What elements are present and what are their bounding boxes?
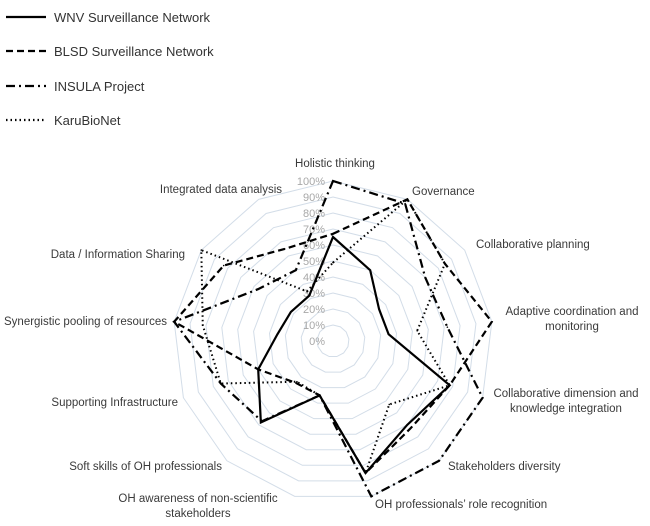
radial-tick-label: 70% <box>303 224 325 236</box>
category-label: Data / Information Sharing <box>51 249 185 261</box>
category-label: Adaptive coordination and monitoring <box>506 306 639 333</box>
data-point <box>219 382 222 385</box>
grid-ring <box>316 324 350 358</box>
category-label-line: OH professionals’ role recognition <box>375 499 547 511</box>
data-point <box>332 180 334 182</box>
data-point <box>201 324 204 326</box>
data-point <box>257 288 259 290</box>
legend-item: WNV Surveillance Network <box>6 10 211 25</box>
data-point <box>369 269 371 271</box>
legend-label: KaruBioNet <box>54 113 121 128</box>
radial-tick-label: 10% <box>303 320 325 332</box>
data-point <box>306 290 308 293</box>
data-point <box>295 269 297 271</box>
category-label-line: Stakeholders diversity <box>448 461 561 473</box>
grid-ring <box>268 276 398 404</box>
series-line-0 <box>257 235 452 475</box>
grid-ring <box>205 212 461 466</box>
category-label-line: OH awareness of non-scientific <box>118 493 277 505</box>
radial-tick-label: 0% <box>309 336 325 348</box>
data-point <box>308 294 311 297</box>
grid-ring <box>284 292 382 389</box>
category-label-line: monitoring <box>545 321 599 333</box>
category-label: Governance <box>412 186 475 198</box>
data-point <box>409 427 412 430</box>
grid-ring <box>300 308 366 373</box>
radial-tick-label: 20% <box>303 304 325 316</box>
data-point <box>257 368 259 371</box>
data-point <box>378 308 380 310</box>
data-point <box>290 311 292 313</box>
data-point <box>222 264 225 267</box>
data-point <box>318 394 321 397</box>
data-point <box>261 420 263 423</box>
category-label-line: Supporting Infrastructure <box>51 397 178 409</box>
data-point <box>296 380 298 383</box>
data-point <box>387 333 390 336</box>
data-point <box>491 320 493 323</box>
category-label-line: Integrated data analysis <box>160 184 282 196</box>
radial-tick-label: 40% <box>303 272 325 284</box>
category-label: Collaborative planning <box>476 239 590 251</box>
grid-ring <box>189 196 477 482</box>
category-label: OH professionals’ role recognition <box>375 499 547 511</box>
category-label-line: stakeholders <box>165 508 230 520</box>
data-point <box>406 198 409 201</box>
data-point <box>446 326 449 328</box>
category-label: Synergistic pooling of resources <box>4 316 167 328</box>
data-point <box>283 248 286 250</box>
grid-ring <box>253 260 413 420</box>
data-point <box>200 249 203 251</box>
category-label-line: Collaborative planning <box>476 239 590 251</box>
series-line-3 <box>200 197 452 476</box>
legend-label: INSULA Project <box>54 79 145 94</box>
category-label-line: Holistic thinking <box>295 158 375 170</box>
series-line-1 <box>172 197 494 475</box>
legend-label: BLSD Surveillance Network <box>54 44 214 59</box>
category-label: Stakeholders diversity <box>448 461 561 473</box>
category-label-line: Synergistic pooling of resources <box>4 316 167 328</box>
grid-ring <box>173 180 493 497</box>
category-label: Collaborative dimension and knowledge int… <box>493 388 638 415</box>
radial-tick-label: 90% <box>303 192 325 204</box>
category-label-line: Collaborative dimension and <box>493 388 638 400</box>
category-label: Integrated data analysis <box>160 184 282 196</box>
radial-tick-label: 60% <box>303 240 325 252</box>
data-point <box>173 320 175 323</box>
category-label-line: Data / Information Sharing <box>51 249 185 261</box>
legend-item: KaruBioNet <box>6 113 121 128</box>
category-label: OH awareness of non-scientific stakeholde… <box>118 493 277 520</box>
category-label-line: Adaptive coordination and <box>506 306 639 318</box>
legend-label: WNV Surveillance Network <box>54 10 211 25</box>
data-point <box>416 329 418 332</box>
data-point <box>364 472 367 474</box>
radial-tick-label: 80% <box>303 208 325 220</box>
data-point <box>438 459 440 462</box>
legend-item: INSULA Project <box>6 79 145 94</box>
data-point <box>424 276 426 279</box>
data-point <box>332 236 334 238</box>
radial-tick-label: 50% <box>303 256 325 268</box>
data-point <box>370 495 373 498</box>
data-point <box>406 424 409 426</box>
legend-item: BLSD Surveillance Network <box>6 44 214 59</box>
data-point <box>332 261 334 264</box>
category-label-line: Governance <box>412 186 475 198</box>
data-point <box>444 262 446 265</box>
data-point <box>481 396 484 399</box>
data-point <box>388 403 391 406</box>
series-line-2 <box>172 179 484 498</box>
grid-ring <box>237 244 429 435</box>
data-point <box>332 233 334 235</box>
category-label-line: knowledge integration <box>510 403 622 415</box>
category-label: Soft skills of OH professionals <box>69 461 222 473</box>
data-point <box>404 202 406 205</box>
data-point <box>448 384 451 387</box>
data-point <box>295 382 297 384</box>
category-label: Supporting Infrastructure <box>51 397 178 409</box>
category-label-line: Soft skills of OH professionals <box>69 461 222 473</box>
radial-tick-label: 100% <box>297 176 325 188</box>
category-label: Holistic thinking <box>295 158 375 170</box>
data-point <box>276 333 279 336</box>
